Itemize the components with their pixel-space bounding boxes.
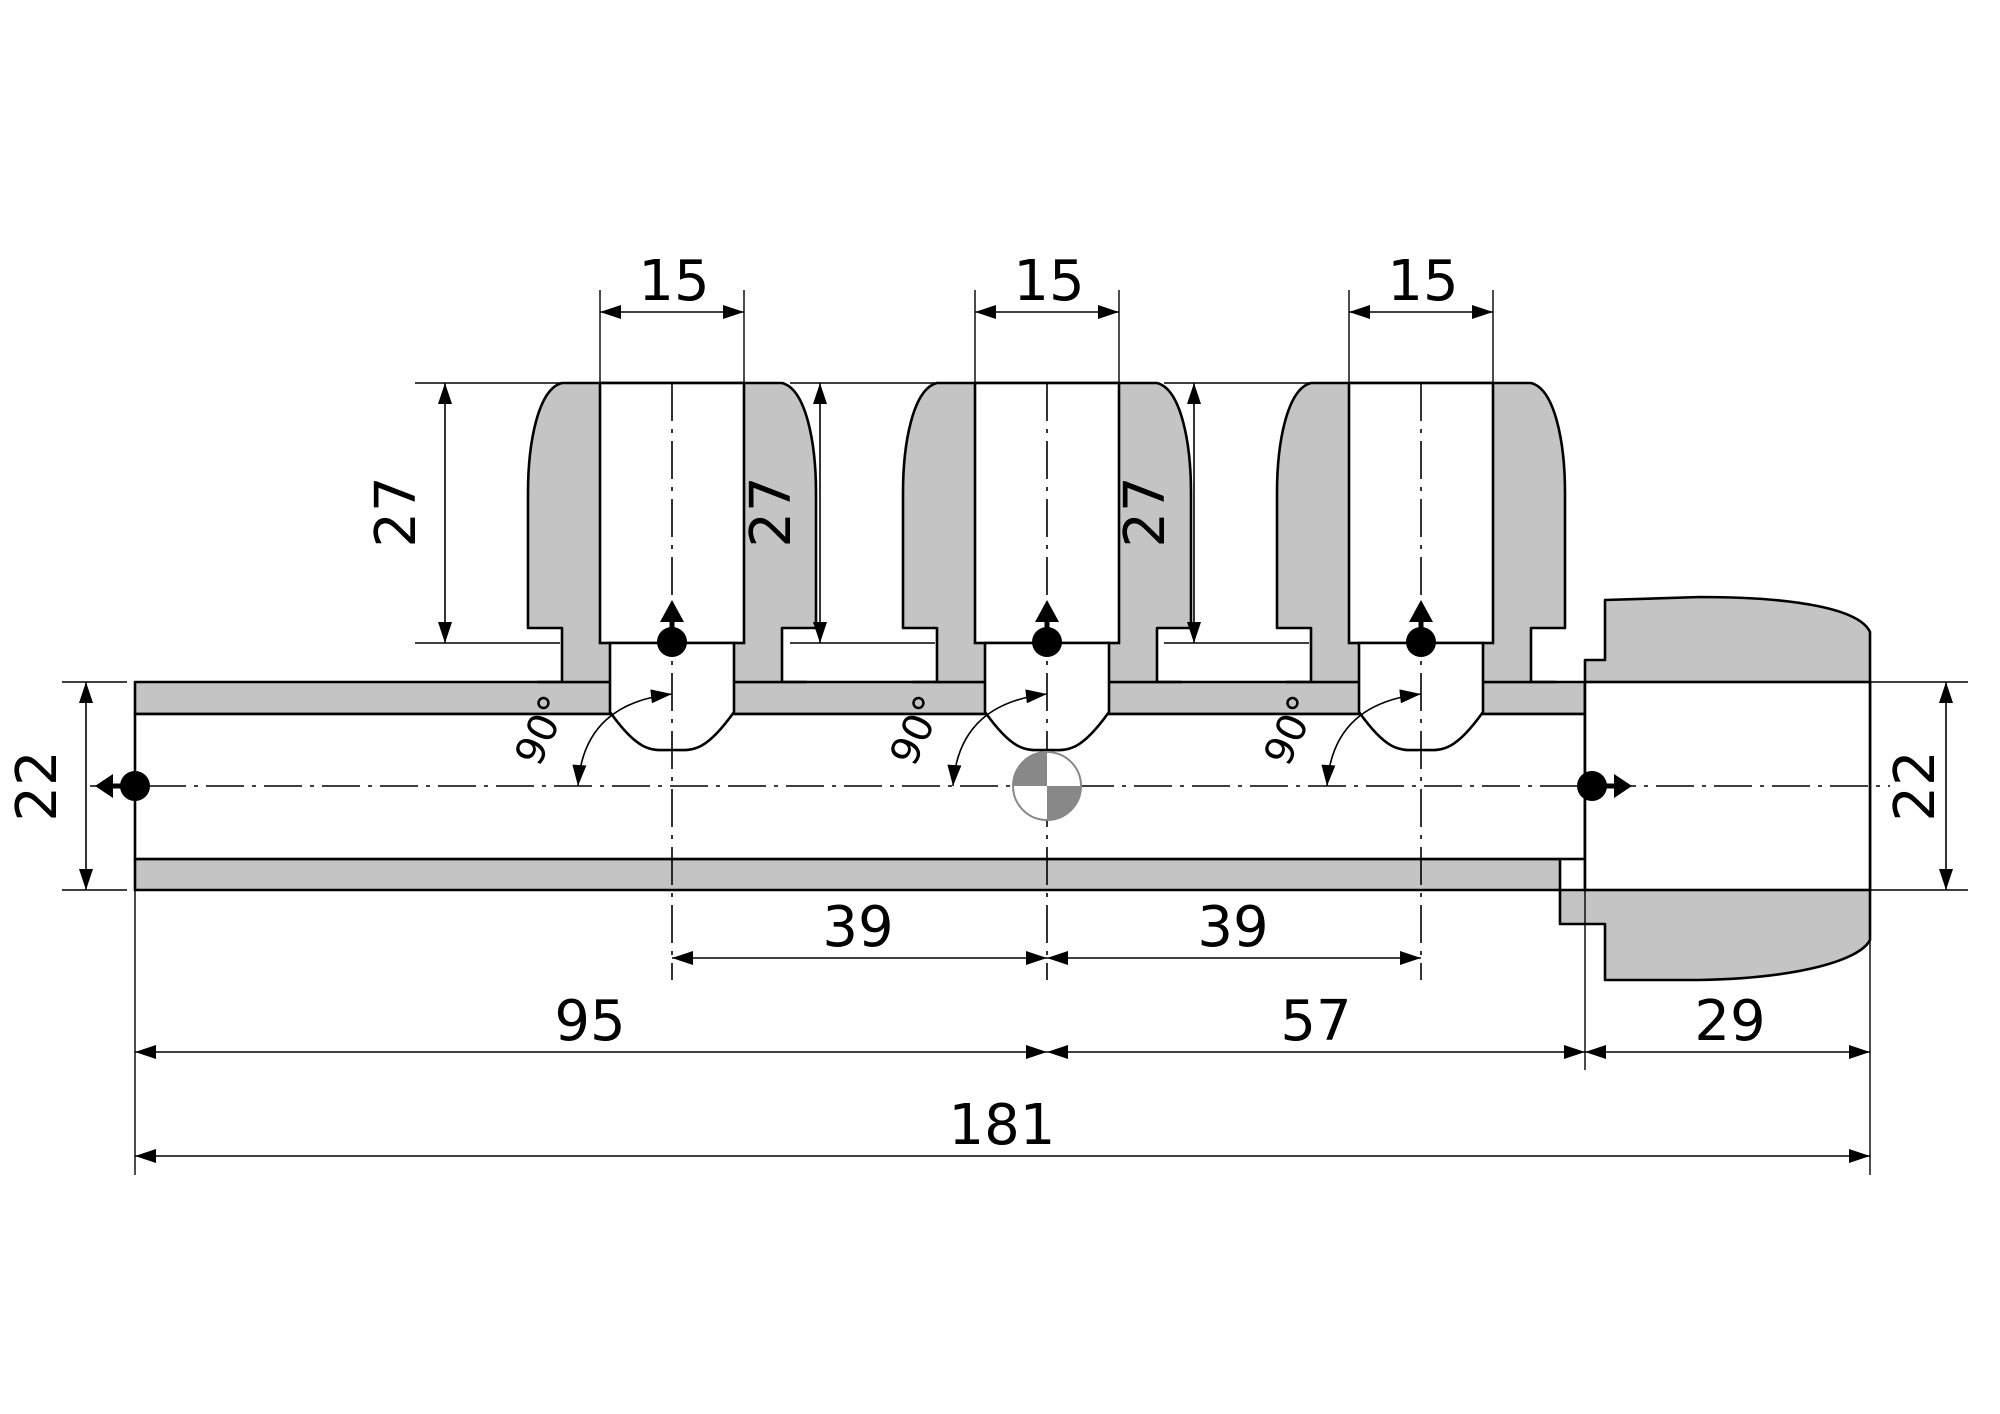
- dimension-label: 29: [1694, 989, 1765, 1054]
- dimension-label: 95: [554, 989, 625, 1054]
- dim-total: 181: [135, 1093, 1870, 1163]
- flow-arrow-icon: [1614, 774, 1632, 798]
- dim-pipe-right: 22: [1585, 681, 1968, 891]
- end-flow-marker-2: [1577, 771, 1632, 801]
- dimension-label: 27: [739, 476, 804, 547]
- end-flow-marker-1: [95, 771, 150, 801]
- centroid-symbol: [1012, 751, 1082, 821]
- dim-spacing: 39 39: [672, 895, 1421, 965]
- dimension-label: 39: [1197, 895, 1268, 960]
- outlet-3: [1275, 381, 1567, 980]
- dim-width-1: 15: [599, 249, 745, 383]
- flow-arrow-icon: [1035, 600, 1059, 622]
- dimension-label: 27: [364, 476, 429, 547]
- lower-wall: [133, 857, 1562, 892]
- dimension-label: 22: [1883, 750, 1948, 821]
- flow-marker-dot: [657, 627, 687, 657]
- dim-segments: 95 57 29: [134, 890, 1871, 1175]
- dimension-label: 15: [1387, 249, 1458, 314]
- dim-width-2: 15: [974, 249, 1120, 383]
- dim-pipe-left: 22: [5, 681, 127, 891]
- outlet-1: [526, 381, 818, 980]
- flow-arrow-icon: [660, 600, 684, 622]
- dim-height-2: 27: [739, 382, 935, 644]
- flow-marker-dot: [1032, 627, 1062, 657]
- angle-arc: [947, 689, 1048, 787]
- dimension-label: 22: [5, 750, 70, 821]
- flow-marker-dot: [1406, 627, 1436, 657]
- centroid-quad-2: [1047, 786, 1081, 820]
- dim-height-3: 27: [1113, 382, 1309, 644]
- dimension-label: 15: [1013, 249, 1084, 314]
- dimension-label: 181: [949, 1093, 1056, 1158]
- dimension-label: 57: [1280, 989, 1351, 1054]
- angle-arc: [1321, 689, 1422, 787]
- dim-width-3: 15: [1348, 249, 1494, 383]
- flow-arrow-icon: [95, 774, 113, 798]
- dimension-label: 15: [638, 249, 709, 314]
- dimension-label: 27: [1113, 476, 1178, 547]
- angle-arc: [572, 689, 673, 787]
- outlet-2: [901, 381, 1193, 980]
- flow-arrow-icon: [1409, 600, 1433, 622]
- dimension-label: 39: [822, 895, 893, 960]
- dim-height-1: 27: [364, 382, 560, 644]
